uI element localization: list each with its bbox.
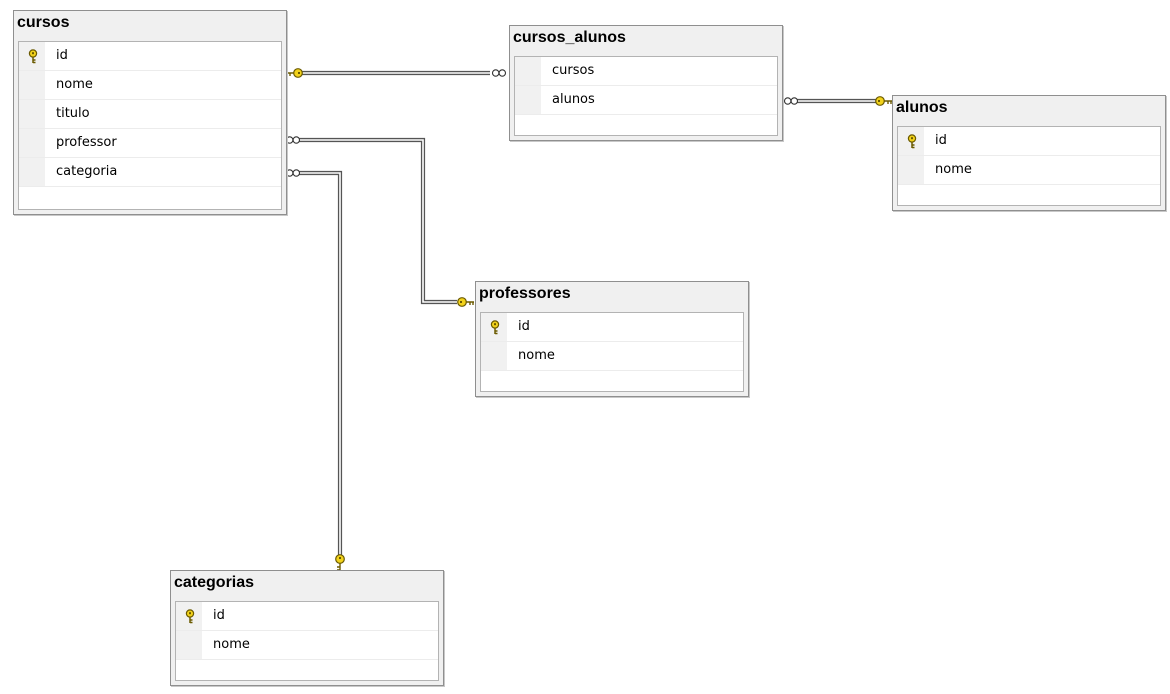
column-row-titulo[interactable]: titulo <box>19 100 281 129</box>
primary-key-icon <box>907 134 917 149</box>
column-name: categoria <box>56 164 118 179</box>
column-name: professor <box>56 135 117 150</box>
one-end-key-icon <box>285 67 303 79</box>
column-row-professor[interactable]: professor <box>19 129 281 158</box>
one-end-key-icon <box>457 297 475 307</box>
column-name: cursos <box>552 63 595 78</box>
column-row-categoria[interactable]: categoria <box>19 158 281 187</box>
table-cursos[interactable]: cursos id nome titulo professor categori… <box>13 10 287 215</box>
relationship-cursos-alunos-to-alunos[interactable] <box>783 95 893 107</box>
table-professores[interactable]: professores id nome <box>475 281 749 397</box>
column-name: id <box>935 133 947 148</box>
column-list: cursos alunos <box>514 56 778 136</box>
column-row-nome[interactable]: nome <box>898 156 1160 185</box>
column-row-id[interactable]: id <box>19 42 281 71</box>
table-categorias[interactable]: categorias id nome <box>170 570 444 686</box>
column-name: titulo <box>56 106 90 121</box>
relationship-cursos-to-professores[interactable] <box>285 136 475 307</box>
column-list: id nome <box>480 312 744 392</box>
table-title: cursos <box>17 14 70 31</box>
relationship-cursos-to-categorias[interactable] <box>285 169 345 572</box>
column-row-nome[interactable]: nome <box>19 71 281 100</box>
one-end-key-icon <box>875 95 893 107</box>
column-list: id nome <box>897 126 1161 206</box>
one-end-key-icon <box>335 554 345 572</box>
column-row-id[interactable]: id <box>481 313 743 342</box>
column-list: id nome titulo professor categoria <box>18 41 282 210</box>
table-title: cursos_alunos <box>513 29 626 46</box>
column-name: nome <box>518 348 555 363</box>
many-end-infinity-icon <box>285 169 301 177</box>
column-name: id <box>518 319 530 334</box>
column-list: id nome <box>175 601 439 681</box>
column-name: id <box>56 48 68 63</box>
column-name: id <box>213 608 225 623</box>
column-row-id[interactable]: id <box>898 127 1160 156</box>
column-name: nome <box>56 77 93 92</box>
primary-key-icon <box>490 320 500 335</box>
many-end-infinity-icon <box>285 136 301 144</box>
column-row-alunos[interactable]: alunos <box>515 86 777 115</box>
column-row-id[interactable]: id <box>176 602 438 631</box>
table-alunos[interactable]: alunos id nome <box>892 95 1166 211</box>
table-title: professores <box>479 285 571 302</box>
column-row-cursos[interactable]: cursos <box>515 57 777 86</box>
column-row-nome[interactable]: nome <box>481 342 743 371</box>
relationship-cursos-alunos-to-cursos[interactable] <box>285 67 507 79</box>
primary-key-icon <box>28 49 38 64</box>
primary-key-icon <box>185 609 195 624</box>
column-name: alunos <box>552 92 595 107</box>
column-name: nome <box>213 637 250 652</box>
table-title: alunos <box>896 99 948 116</box>
many-end-infinity-icon <box>783 97 799 105</box>
table-title: categorias <box>174 574 255 591</box>
many-end-infinity-icon <box>491 69 507 77</box>
column-row-nome[interactable]: nome <box>176 631 438 660</box>
table-cursos-alunos[interactable]: cursos_alunos cursos alunos <box>509 25 783 141</box>
column-name: nome <box>935 162 972 177</box>
